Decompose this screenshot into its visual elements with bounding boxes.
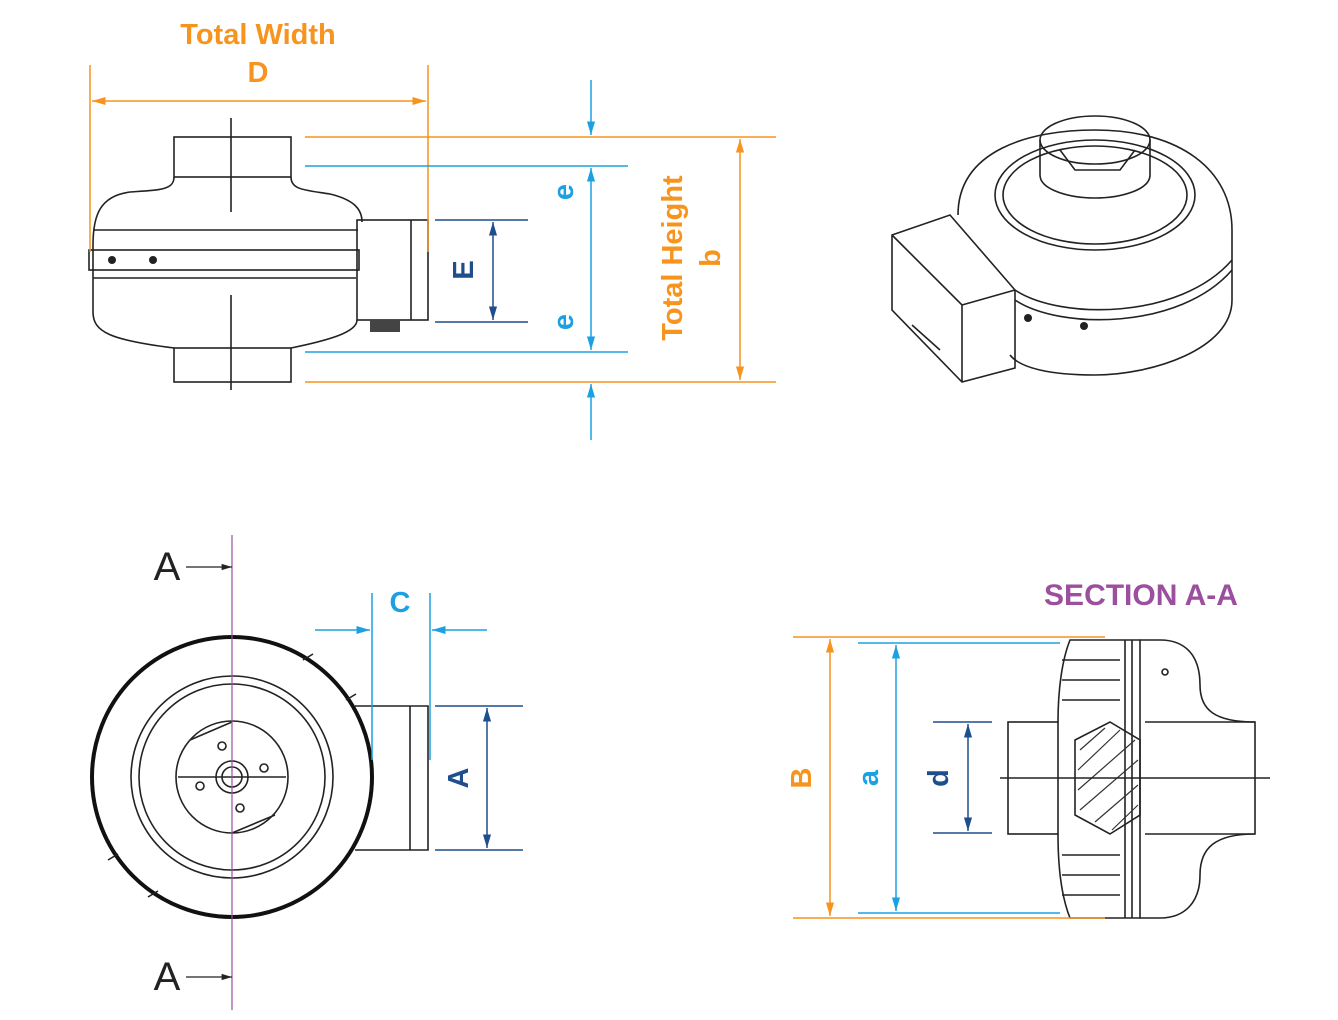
box-depth-c-label: C [390,587,411,619]
total-width-label: Total Width [180,19,335,51]
section-dimensions [793,636,1105,919]
front-view-fan [90,535,429,1010]
box-height-a-label: A [443,767,475,788]
width-symbol-d: D [248,57,269,89]
section-fan [1000,639,1270,919]
height-symbol-b: b [695,249,727,267]
inner-a-label: a [853,769,885,786]
total-height-label: Total Height [657,175,689,341]
isometric-fan [891,115,1233,383]
side-view-fan [88,118,429,390]
height-dimension [305,80,776,440]
hub-d-label: d [923,769,955,787]
outer-b-label: B [786,768,818,789]
width-dimension [89,65,429,252]
section-title: SECTION A-A [1044,579,1238,612]
e-top-label: e [548,184,580,200]
box-dimensions [315,593,523,851]
box-height-e-label: E [448,260,480,279]
section-marker-bottom: A [154,955,181,999]
section-marker-top: A [154,545,181,589]
e-bottom-label: e [548,314,580,330]
